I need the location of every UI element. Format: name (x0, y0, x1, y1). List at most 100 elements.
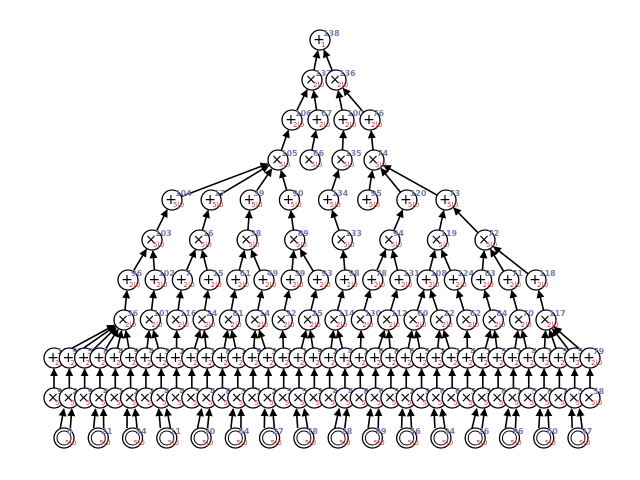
node-sub-label: 5|0 (271, 439, 282, 447)
graph-edge (519, 329, 528, 349)
graph-node: 605|0 (533, 427, 558, 449)
node-operator: + (262, 350, 274, 366)
node-operator: × (381, 312, 393, 328)
graph-node: 215|0 (87, 427, 113, 449)
node-sub-label: 2|0 (547, 321, 558, 329)
graph-edge (238, 249, 247, 271)
graph-edge (385, 330, 394, 349)
node-sub-label: 2|0 (371, 121, 382, 129)
graph-edge (104, 328, 119, 350)
node-sub-label: 2|0 (483, 281, 494, 289)
node-circle (236, 229, 258, 251)
node-circle (324, 309, 346, 331)
graph-node: ×602|0 (403, 309, 429, 331)
node-id-label: 89 (298, 229, 310, 238)
graph-edge (335, 329, 344, 349)
node-operator: × (231, 390, 243, 406)
node-operator: × (478, 232, 490, 248)
graph-edge (292, 408, 301, 429)
node-operator: + (384, 350, 396, 366)
node-operator: × (292, 390, 304, 406)
graph-node: ×812|0 (218, 309, 244, 331)
graph-edge (479, 250, 488, 271)
graph-node: +175|0 (200, 189, 225, 211)
node-sub-label: 5|0 (442, 439, 453, 447)
node-id-label: 66 (313, 149, 325, 158)
graph-edge (295, 89, 308, 112)
graph-node: +712|0 (498, 269, 523, 291)
node-operator: + (363, 112, 375, 128)
node-layer: +1381×1372|0×1362|0+1062|0+672|0+1002|0+… (43, 29, 605, 449)
node-id-label: 15 (213, 269, 225, 278)
node-id-label: 105 (281, 149, 298, 158)
node-sub-label: 2|0 (292, 281, 303, 289)
node-sub-label: 5|0 (510, 439, 521, 447)
node-sub-label: 2|0 (178, 321, 189, 329)
node-operator: × (583, 390, 595, 406)
node-operator: + (337, 112, 349, 128)
graph-node: +152|0 (198, 269, 225, 291)
node-sub-label: 2|0 (521, 321, 532, 329)
node-operator: + (323, 350, 335, 366)
node-sub-label: 2|0 (389, 321, 400, 329)
graph-edge (339, 250, 348, 271)
node-circle (192, 309, 214, 331)
graph-node: 645|0 (224, 427, 250, 449)
graph-edge (491, 330, 500, 349)
node-operator: + (529, 272, 541, 288)
graph-edge (155, 209, 168, 232)
node-sub-label: 2|0 (537, 281, 548, 289)
graph-node: ×222|0 (429, 309, 455, 331)
node-operator: × (47, 390, 59, 406)
node-id-label: 16 (203, 229, 215, 238)
graph-node: 285|0 (327, 427, 353, 449)
node-circle (525, 269, 547, 291)
node-id-label: 73 (449, 189, 460, 198)
node-operator: + (185, 350, 197, 366)
graph-edge (149, 250, 158, 271)
graph-edge (151, 329, 160, 349)
node-id-label: 98 (349, 269, 361, 278)
node-id-label: 134 (332, 189, 349, 198)
node-sub-label: 2|0 (347, 281, 358, 289)
graph-edge (434, 330, 443, 349)
node-operator: × (145, 232, 157, 248)
node-operator: × (275, 312, 287, 328)
node-id-label: 61 (240, 269, 252, 278)
node-sub-label: 5|0 (201, 241, 212, 249)
graph-edge (541, 330, 550, 349)
graph-edge (367, 130, 376, 151)
node-sub-label: 2|0 (125, 321, 136, 329)
node-id-label: 94 (393, 229, 405, 238)
node-sub-label: 5|0 (375, 161, 386, 169)
graph-edge (456, 289, 465, 311)
graph-edge (382, 164, 438, 196)
graph-edge (389, 289, 399, 311)
graph-edge (536, 289, 545, 311)
node-operator: × (240, 232, 252, 248)
node-circle (333, 109, 355, 131)
node-operator: × (328, 312, 340, 328)
node-operator: + (78, 350, 90, 366)
graph-edge (375, 249, 387, 272)
graph-edge (278, 330, 287, 349)
node-operator: × (445, 390, 457, 406)
node-operator: × (430, 390, 442, 406)
node-sub-label: 2|0 (204, 321, 215, 329)
node-circle (389, 269, 411, 291)
node-sub-label: 5|0 (545, 439, 556, 447)
node-operator: × (154, 390, 166, 406)
node-operator: + (476, 350, 488, 366)
node-sub-label: 2|0 (319, 121, 330, 129)
node-id-label: 104 (175, 189, 192, 198)
node-sub-label: 5|0 (373, 439, 384, 447)
graph-node: 345|0 (121, 427, 147, 449)
graph-node: +395|0 (239, 189, 265, 211)
node-id-label: 96 (512, 427, 524, 436)
node-operator: + (284, 272, 296, 288)
